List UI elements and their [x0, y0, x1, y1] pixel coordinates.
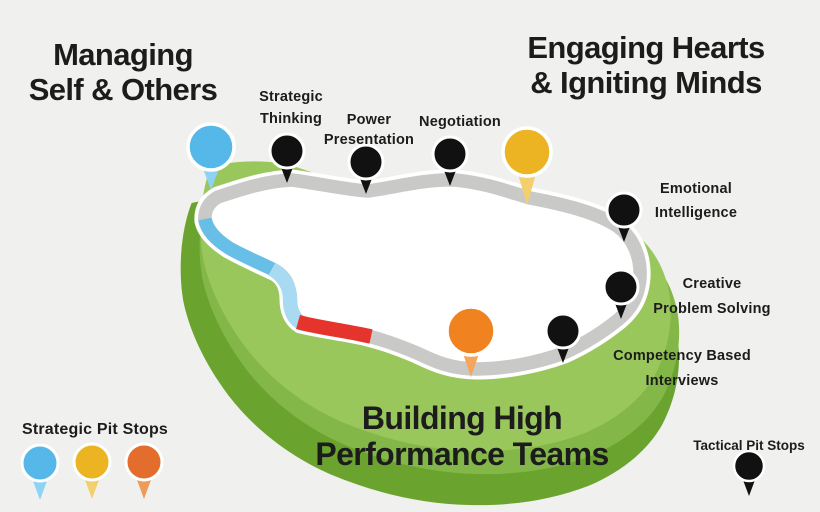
pin-head: [501, 126, 553, 178]
pin-head: [347, 143, 385, 181]
heading-engaging-hearts-minds: Engaging Hearts & Igniting Minds: [527, 30, 765, 100]
pin-competency-interviews: [544, 312, 582, 363]
red-pit-section: [296, 314, 373, 344]
heading-line: Self & Others: [28, 72, 218, 107]
pin-emotional-intelligence: [605, 191, 643, 242]
pin-building-teams: [445, 305, 497, 377]
pin-head: [602, 268, 640, 306]
heading-line: & Igniting Minds: [530, 65, 762, 100]
legend-pin-yellow: [72, 442, 112, 499]
pin-head: [732, 449, 766, 483]
pin-head: [124, 442, 164, 482]
label-line: Problem Solving: [653, 301, 771, 317]
pin-head: [186, 122, 236, 172]
label-line: Intelligence: [654, 205, 738, 221]
pin-strategic-thinking: [268, 132, 306, 183]
pin-head: [445, 305, 497, 357]
label-line: Presentation: [323, 132, 415, 148]
heading-line: Engaging Hearts: [527, 30, 765, 65]
pin-head: [72, 442, 112, 482]
label-negotiation: Negotiation: [419, 111, 501, 133]
pin-head: [20, 443, 60, 483]
label-line: Competency Based: [613, 348, 751, 364]
label-competency-based-interviews: Competency Based Interviews: [613, 344, 751, 394]
pin-head: [268, 132, 306, 170]
pin-negotiation: [431, 135, 469, 186]
legend-tactical-pit-stops-label: Tactical Pit Stops: [693, 438, 805, 453]
label-strategic-thinking: Strategic Thinking: [259, 86, 323, 130]
legend-strategic-pit-stops-label: Strategic Pit Stops: [21, 421, 169, 438]
pin-engaging-hearts: [501, 126, 553, 205]
heading-managing-self-others: Managing Self & Others: [29, 37, 218, 107]
label-line: Thinking: [259, 111, 323, 127]
label-power-presentation: Power Presentation: [324, 110, 414, 150]
label-emotional-intelligence: Emotional Intelligence: [655, 177, 737, 225]
heading-line: Performance Teams: [315, 436, 609, 472]
label-line: Strategic: [259, 89, 323, 105]
label-line: Emotional: [660, 181, 732, 197]
legend-pin-orange: [124, 442, 164, 499]
label-line: Power: [346, 112, 392, 128]
heading-building-high-performance-teams: Building High Performance Teams: [315, 400, 609, 472]
pin-head: [431, 135, 469, 173]
pin-managing-self-others: [186, 122, 236, 190]
pin-creative-problem-solving: [602, 268, 640, 319]
legend-pin-black: [732, 449, 766, 496]
heading-line: Managing: [53, 37, 193, 72]
legend-pin-blue: [20, 443, 60, 500]
pin-head: [605, 191, 643, 229]
label-line: Creative: [682, 276, 742, 292]
heading-line: Building High: [361, 400, 563, 436]
label-creative-problem-solving: Creative Problem Solving: [653, 272, 770, 322]
water-section: [198, 217, 276, 276]
pin-head: [544, 312, 582, 350]
pin-power-presentation: [347, 143, 385, 194]
label-line: Negotiation: [419, 114, 501, 130]
label-line: Interviews: [645, 373, 719, 389]
